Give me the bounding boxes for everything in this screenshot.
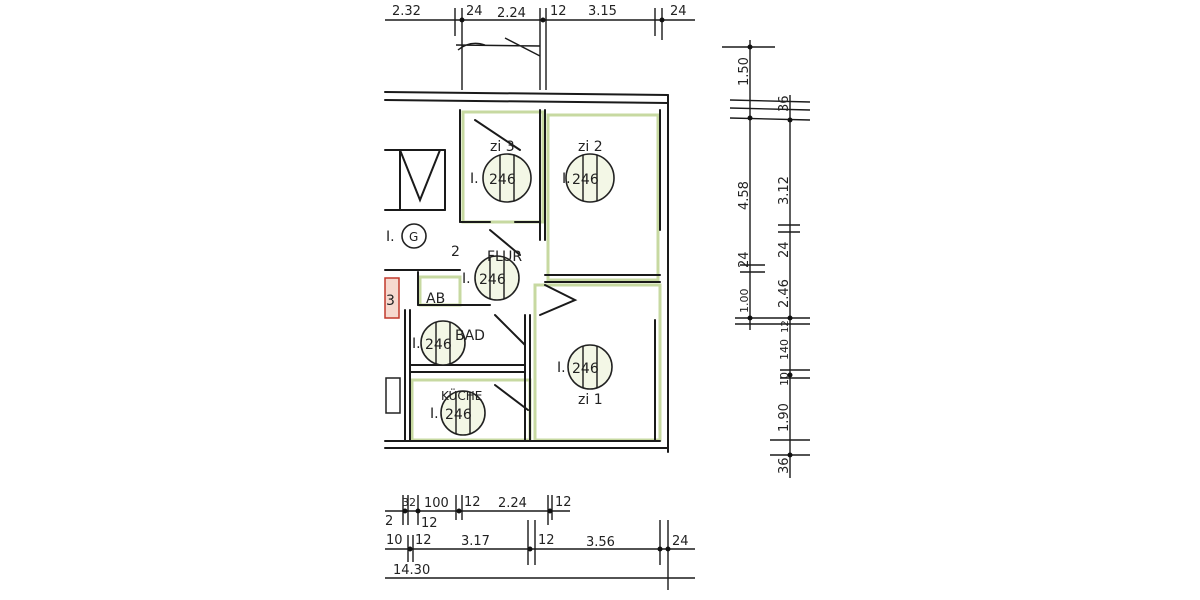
dim-label: 140 <box>778 339 791 360</box>
room-name-ab: AB <box>426 291 445 307</box>
dim-label: 12 <box>464 495 481 510</box>
dim-label: 3.56 <box>586 535 615 550</box>
room-name-bad: BAD <box>455 328 485 344</box>
room-code: 246 <box>445 407 472 423</box>
room-code: 246 <box>572 361 599 377</box>
dim-label: 4.58 <box>737 181 752 210</box>
dim-label: 24 <box>737 251 752 268</box>
room-prefix: I. <box>412 336 421 352</box>
dim-label: 2.32 <box>392 4 421 19</box>
dim-label: 1.90 <box>777 403 792 432</box>
dim-label: 1.00 <box>738 289 751 314</box>
dim-label: 2.24 <box>498 496 527 511</box>
dim-label: 2.24 <box>497 6 526 21</box>
dim-label: 24 <box>670 4 687 19</box>
room-markers <box>401 153 615 436</box>
dim-label: 2.46 <box>777 279 792 308</box>
room-name-zi2: zi 2 <box>578 139 603 155</box>
room-code: 246 <box>572 172 599 188</box>
dimension-bottom: 32 100 12 2.24 12 12 2 10 12 3.17 12 3.5… <box>385 495 695 590</box>
dim-label: 12 <box>421 516 438 531</box>
dimension-top: 2.32 24 2.24 12 3.15 24 <box>385 4 695 90</box>
balcony <box>455 37 541 57</box>
fixture <box>385 377 401 414</box>
dim-total: 14.30 <box>393 563 430 578</box>
dim-label: 10 <box>778 372 791 386</box>
room-name-flur: FLUR <box>487 249 522 265</box>
stair-mark: 2 <box>451 244 460 260</box>
room-prefix: I. <box>462 271 471 287</box>
room-code: 246 <box>425 337 452 353</box>
dim-label: 12 <box>538 533 555 548</box>
walls <box>384 91 669 453</box>
dim-label: 100 <box>424 496 449 511</box>
room-name-kueche: KÜCHE <box>441 387 482 403</box>
dim-label: 24 <box>466 4 483 19</box>
dim-label: 12 <box>415 533 432 548</box>
dim-label: 1.50 <box>737 57 752 86</box>
dim-label: 12 <box>550 4 567 19</box>
dim-label: 36 <box>777 457 792 474</box>
room-name-zi3: zi 3 <box>490 139 515 155</box>
room-prefix: I. <box>386 229 395 245</box>
room-prefix: I. <box>430 406 439 422</box>
dim-label: 3.12 <box>777 176 792 205</box>
dim-label: 24 <box>777 241 792 258</box>
dim-label: 12 <box>555 495 572 510</box>
dim-label: 12 <box>780 320 791 333</box>
dim-label: 10 <box>386 533 403 548</box>
room-code: G <box>409 230 418 244</box>
red-fixture <box>384 277 400 319</box>
dim-label: 36 <box>777 95 792 112</box>
dim-label: 32 <box>402 496 416 509</box>
room-code: 246 <box>479 272 506 288</box>
dimension-right: 1.50 4.58 24 1.00 36 3.12 24 2.46 12 140… <box>722 40 811 478</box>
room-name-zi1: zi 1 <box>578 392 603 408</box>
room-code: 246 <box>489 172 516 188</box>
dim-label: 24 <box>672 534 689 549</box>
edge-mark: 3 <box>386 293 395 309</box>
dim-label: 3.15 <box>588 4 617 19</box>
room-prefix: I. <box>470 171 479 187</box>
room-prefix: I. <box>562 171 571 187</box>
room-prefix: I. <box>557 360 566 376</box>
room-labels: zi 3 I. 246 zi 2 I. 246 FLUR I. 246 AB B… <box>386 139 603 423</box>
dim-label: 2 <box>385 514 393 529</box>
dim-label: 3.17 <box>461 534 490 549</box>
